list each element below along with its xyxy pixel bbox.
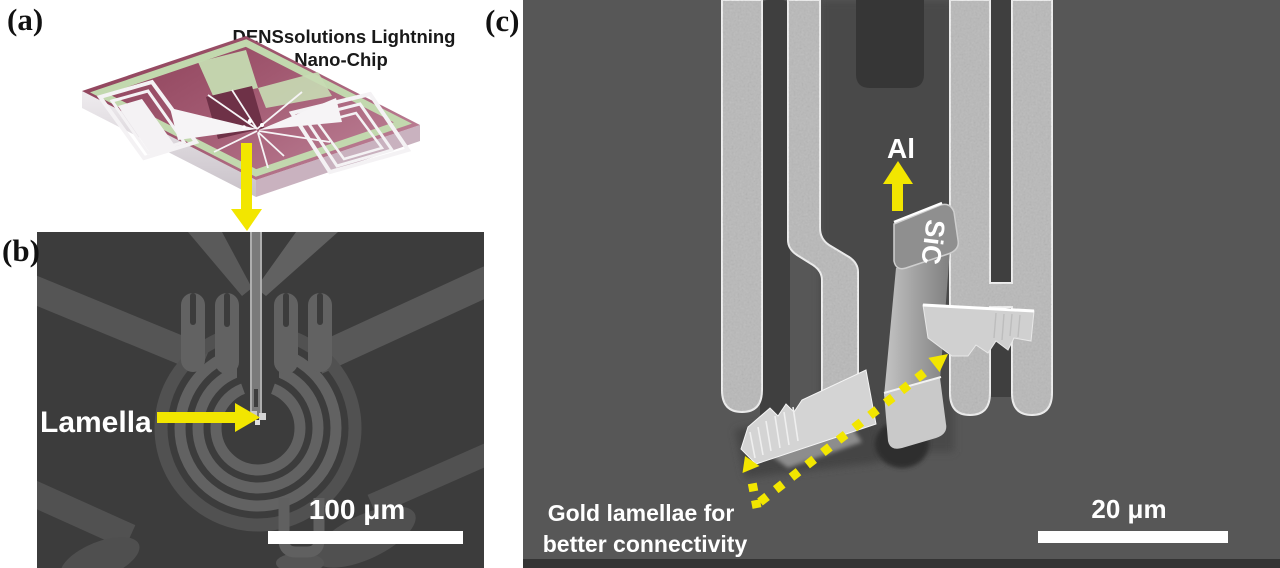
funnel-left (188, 232, 252, 296)
panel-b-label: (b) (2, 233, 40, 268)
chip-bowtie-lines (207, 89, 331, 169)
chip-trace-frame-left-inner (109, 89, 187, 155)
sem-image-closeup: Al SiC Gold lamellae for better connecti… (523, 0, 1280, 568)
chip-glint-2 (260, 123, 264, 127)
chip-bowtie-left (170, 108, 257, 140)
chip-trace-frame-left-outer (96, 79, 200, 161)
gold-annotation-line2: better connectivity (543, 531, 748, 557)
chip-green-wedge-left (198, 50, 258, 98)
dashed-arrow-right-icon (757, 354, 948, 506)
pad-blob-left (60, 537, 140, 568)
down-arrow-icon (231, 143, 262, 231)
panel-a: (a) DENSsolutions Lightning Nano-Chip (7, 2, 456, 231)
sem-image-overview: Lamella 100 μm (37, 232, 484, 568)
scale-bar-b (268, 531, 463, 544)
scale-bar-c (1038, 531, 1228, 543)
chip-title-line2: Nano-Chip (294, 49, 388, 70)
al-annotation: Al (887, 133, 915, 164)
scale-text-b: 100 μm (309, 494, 406, 525)
pad-lower-left (37, 480, 136, 549)
nano-chip-illustration (82, 36, 420, 197)
chip-green-wedge-right (258, 72, 332, 108)
funnel-right (256, 232, 338, 296)
slot-left (760, 0, 790, 428)
right-arrow-icon (157, 403, 260, 432)
heater-bottom-legs (278, 498, 325, 558)
chip-glint-1 (247, 118, 253, 124)
chip-trace-pad-left (118, 99, 176, 156)
slot-right-upper (988, 0, 1014, 285)
gold-annotation-line1: Gold lamellae for (548, 500, 735, 526)
dashed-arrow-left-icon (742, 456, 762, 509)
chip-trace-frame-right-mid (302, 102, 395, 168)
chip-title-line1: DENSsolutions Lightning (232, 26, 455, 47)
chip-trace-frame-right-outer (288, 91, 412, 175)
slot-top-center (856, 0, 924, 88)
probe-needle (250, 232, 262, 418)
panel-a-label: (a) (7, 2, 43, 37)
sic-annotation: SiC (915, 218, 950, 266)
panel-c-label: (c) (485, 3, 519, 38)
gold-lamella-left (740, 369, 877, 468)
lamella-annotation: Lamella (40, 406, 152, 439)
chip-bowtie-right (259, 98, 342, 130)
gold-lamella-right (922, 303, 1035, 357)
pad-upper-left (37, 275, 211, 373)
chip-glint-3 (242, 125, 246, 129)
chip-trace-frame-right-inner (315, 111, 385, 161)
chip-green-frame (90, 39, 412, 177)
up-arrow-icon (883, 161, 913, 211)
pad-upper-right (309, 266, 484, 374)
sem-bottom-edge (523, 559, 1280, 568)
panel-b: Lamella 100 μm (b) (2, 232, 484, 568)
heater-finger-notches (190, 293, 323, 327)
panel-c: Al SiC Gold lamellae for better connecti… (485, 0, 1280, 568)
scale-text-c: 20 μm (1091, 494, 1166, 524)
pad-lower-right (367, 443, 484, 516)
